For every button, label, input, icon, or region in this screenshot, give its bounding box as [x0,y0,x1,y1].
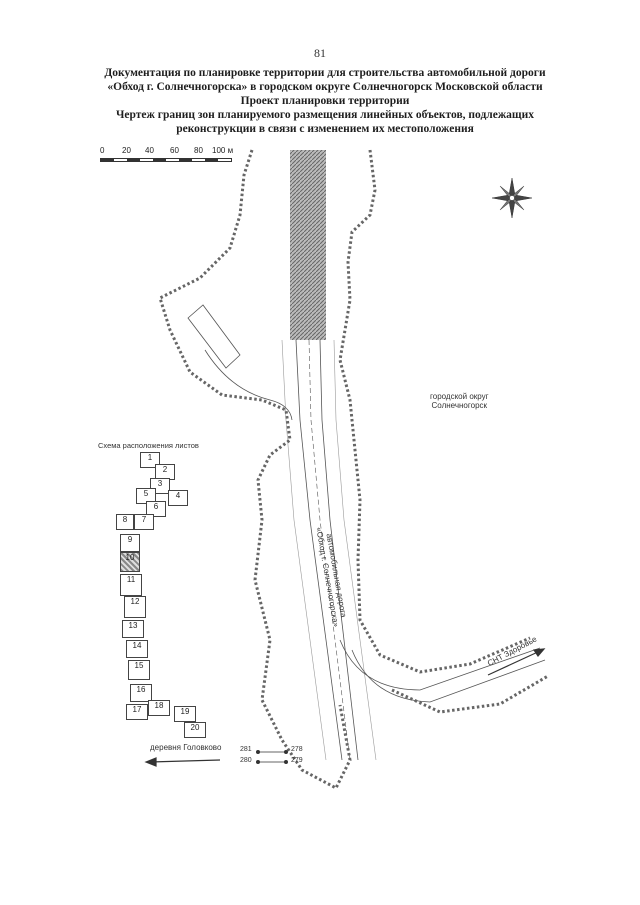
sheet-8: 8 [116,514,134,530]
sheet-layout-title: Схема расположения листов [98,441,199,450]
sheet-9: 9 [120,534,140,552]
scale-tick: 60 [170,146,179,155]
village-label: деревня Головково [150,743,222,752]
header-line-4: Чертеж границ зон планируемого размещени… [115,109,535,121]
scale-bar: 0 20 40 60 80 100 м [100,146,250,176]
header-line-1: Документация по планировке территории дл… [104,67,546,79]
sheet-19: 19 [174,706,196,722]
sheet-17: 17 [126,704,148,720]
sheet-12: 12 [124,596,146,618]
point-label: 280 [240,757,252,764]
scale-tick: 100 м [212,146,234,155]
boundary-points [256,750,288,764]
sheet-4: 4 [168,490,188,506]
zone-boundary [158,149,549,791]
sheet-13: 13 [122,620,144,638]
sheet-18: 18 [148,700,170,716]
scale-tick: 20 [122,146,131,155]
point-label: 281 [240,746,252,753]
point-label: 279 [291,757,303,764]
page-number: 81 [314,46,326,60]
document-header: Документация по планировке территории дл… [40,66,610,136]
scale-tick: 80 [194,146,203,155]
scale-tick: 40 [145,146,154,155]
compass-rose-icon [491,177,533,219]
direction-arrows [144,648,546,767]
header-line-5: реконструкции в связи с изменением их ме… [176,123,474,135]
parcel-outline [187,304,241,369]
scale-tick: 0 [100,146,105,155]
sheet-6: 6 [146,501,166,517]
district-label: городской округ Солнечногорск [430,392,489,410]
hatched-zone [290,150,326,340]
sheet-20: 20 [184,722,206,738]
header-line-3: Проект планировки территории [240,95,410,107]
sheet-7: 7 [134,514,154,530]
sheet-11: 11 [120,574,142,596]
sheet-15: 15 [128,660,150,680]
sheet-10: 10 [120,552,140,572]
header-line-2: «Обход г. Солнечногорска» в городском ок… [107,81,543,93]
scale-bar-graphic [100,158,232,162]
sheet-14: 14 [126,640,148,658]
sheet-16: 16 [130,684,152,702]
road-lines [204,339,546,761]
point-label: 278 [291,746,303,753]
